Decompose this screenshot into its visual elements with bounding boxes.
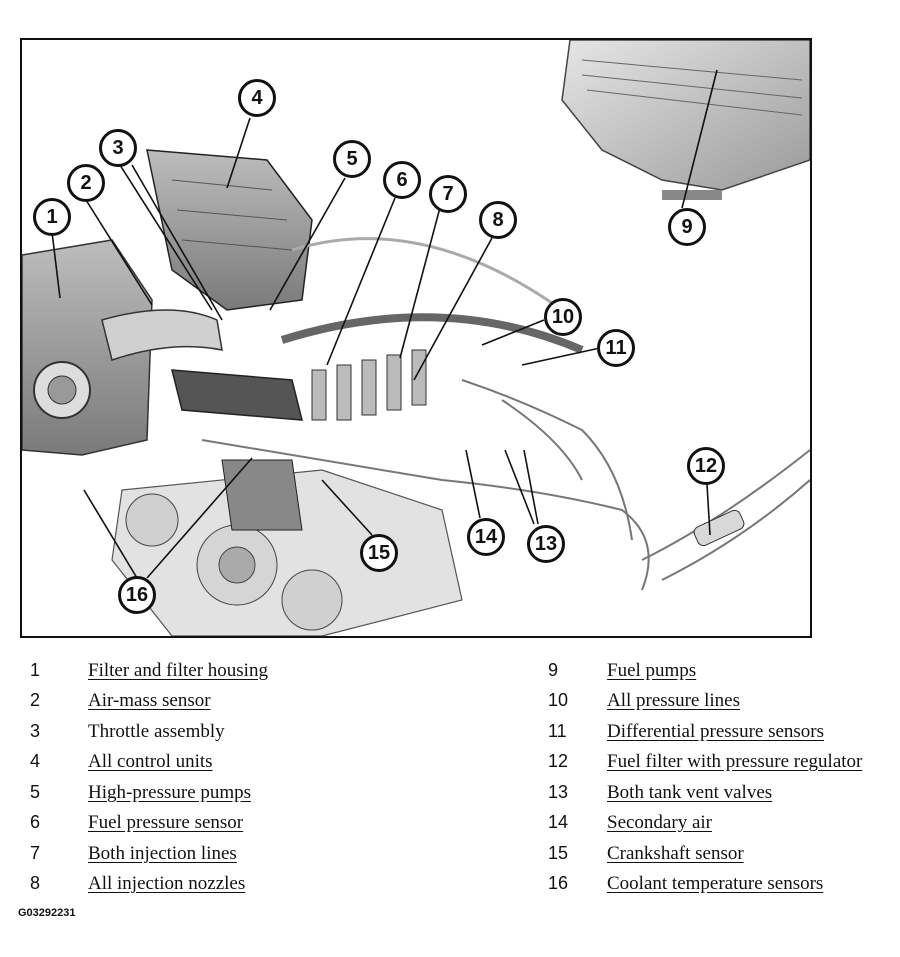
legend-number: 15 [548,843,569,863]
callout-4: 4 [238,79,276,117]
legend-number: 8 [30,873,41,893]
legend-link[interactable]: Both tank vent valves [607,782,773,803]
engine-block-shape [111,459,463,636]
engine-illustration [22,40,810,636]
legend-link[interactable]: Fuel filter with pressure regulator [607,751,863,772]
legend-number: 10 [548,690,569,710]
legend-number: 7 [30,843,41,863]
legend-link[interactable]: High-pressure pumps [88,782,252,803]
legend-number: 12 [548,751,569,771]
legend-number: 6 [30,812,41,832]
legend-link[interactable]: Coolant temperature sensors [607,873,824,894]
legend-number: 1 [30,660,41,680]
callout-13: 13 [527,525,565,563]
callout-6: 6 [383,161,421,199]
control-unit-shape [146,149,313,311]
callout-1: 1 [33,198,71,236]
legend-number: 5 [30,782,41,802]
figure-code: G03292231 [18,907,76,919]
fuel-rail-shape [171,237,584,421]
callout-7: 7 [429,175,467,213]
legend-link[interactable]: Fuel pumps [607,660,697,681]
legend-number: 4 [30,751,41,771]
callout-9: 9 [668,208,706,246]
legend-label: Throttle assembly [88,721,225,742]
fuel-tank-shape [561,40,810,200]
callout-12: 12 [687,447,725,485]
legend-number: 2 [30,690,41,710]
legend-number: 16 [548,873,569,893]
legend-link[interactable]: Secondary air [607,812,712,833]
legend-number: 3 [30,721,41,741]
callout-15: 15 [360,534,398,572]
legend-link[interactable]: Crankshaft sensor [607,843,744,864]
callout-14: 14 [467,518,505,556]
legend-link[interactable]: All injection nozzles [88,873,246,894]
callout-16: 16 [118,576,156,614]
legend-number: 13 [548,782,569,802]
engine-component-diagram: 1 2 3 4 5 6 7 8 9 10 11 12 13 14 15 16 [20,38,812,638]
legend-link[interactable]: Differential pressure sensors [607,721,825,742]
legend-number: 14 [548,812,569,832]
legend-link[interactable]: Air-mass sensor [88,690,211,711]
legend-number: 11 [548,721,567,741]
callout-11: 11 [597,329,635,367]
legend-number: 9 [548,660,559,680]
legend-link[interactable]: Filter and filter housing [88,660,268,681]
legend-link[interactable]: All pressure lines [607,690,740,711]
fuel-filter-shape [693,509,745,547]
callout-2: 2 [67,164,105,202]
legend-link[interactable]: Both injection lines [88,843,237,864]
callout-3: 3 [99,129,137,167]
callout-5: 5 [333,140,371,178]
legend-link[interactable]: All control units [88,751,213,772]
callout-8: 8 [479,201,517,239]
filter-housing-shape [22,239,223,456]
legend-link[interactable]: Fuel pressure sensor [88,812,244,833]
callout-leaders [51,69,718,579]
callout-10: 10 [544,298,582,336]
wiring-harness-shape [201,379,810,591]
